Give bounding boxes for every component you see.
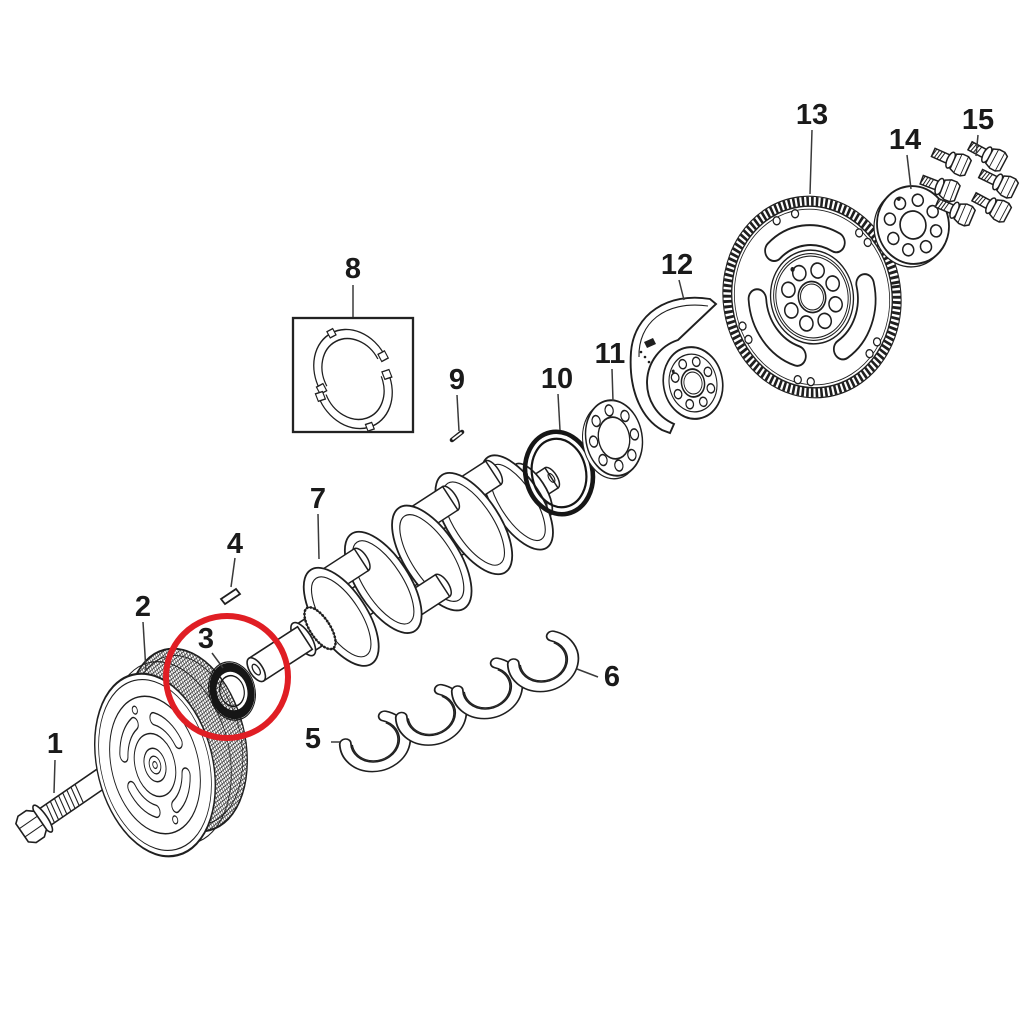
- highlight-circle: [163, 613, 291, 741]
- spacer-plate-drawing: [873, 185, 950, 268]
- leader-line-15: [975, 134, 979, 157]
- woodruff-key-drawing: [219, 587, 242, 606]
- callout-14: 14: [889, 124, 921, 156]
- callout-labels: 1 2 3 4 5 6 7 8 9 10 11 12 13 14 15: [47, 99, 994, 760]
- callout-6: 6: [604, 661, 620, 693]
- callout-9: 9: [449, 364, 465, 396]
- callout-5: 5: [305, 723, 321, 755]
- leader-line-2: [142, 621, 147, 672]
- leader-lines: [53, 129, 979, 794]
- sensor-plate-drawing: [629, 296, 724, 435]
- callout-15: 15: [962, 104, 994, 136]
- callout-13: 13: [796, 99, 828, 131]
- callout-8: 8: [345, 253, 361, 285]
- leader-line-14: [906, 154, 912, 190]
- leader-line-10: [557, 393, 561, 431]
- flywheel-drawing: [722, 195, 902, 399]
- leader-line-4: [230, 557, 236, 588]
- leader-line-9: [456, 394, 460, 432]
- leader-line-6: [576, 668, 599, 678]
- leader-line-7: [317, 513, 320, 560]
- callout-2: 2: [135, 591, 151, 623]
- callout-7: 7: [310, 483, 326, 515]
- callout-4: 4: [227, 528, 243, 560]
- front-oil-seal-drawing: [208, 661, 256, 721]
- callout-3: 3: [198, 623, 214, 655]
- callout-11: 11: [595, 338, 626, 370]
- crankshaft-pulley-drawing: [93, 647, 248, 858]
- thrust-washer-box-drawing: [291, 316, 415, 434]
- leader-line-3: [211, 652, 224, 669]
- crankshaft-drawing: [246, 454, 561, 683]
- callout-1: 1: [47, 728, 63, 760]
- leader-line-13: [809, 129, 813, 195]
- dowel-pin-drawing: [449, 429, 465, 443]
- leader-line-12: [678, 279, 685, 301]
- leader-line-11: [611, 368, 614, 402]
- washer-plate-drawing: [582, 399, 644, 480]
- callout-10: 10: [541, 363, 573, 395]
- callout-12: 12: [661, 249, 693, 281]
- leader-line-1: [53, 759, 56, 794]
